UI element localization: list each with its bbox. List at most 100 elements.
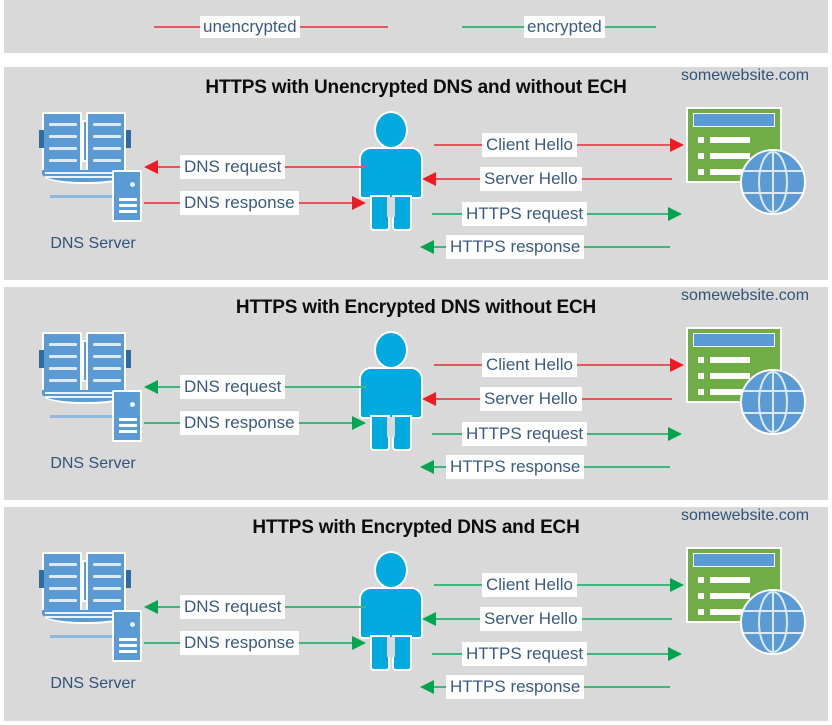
book-page-edge [45, 612, 125, 614]
arrow-dns-response: DNS response [144, 191, 366, 215]
arrow-label: DNS response [180, 191, 299, 215]
server-slot-bar [119, 650, 137, 653]
server-tower-icon [112, 170, 142, 222]
arrow-label: DNS request [180, 375, 286, 399]
server-indicator-dot [130, 182, 135, 187]
legend-label-unencrypted: unencrypted [200, 16, 300, 38]
arrow-https-request: HTTPS request [432, 422, 682, 446]
server-slot-bar [119, 418, 137, 421]
book-pages-base [42, 390, 128, 404]
list-row-line [710, 577, 750, 583]
dns-link-line [50, 195, 112, 198]
book-page-edge [45, 616, 125, 618]
arrow-server-hello: Server Hello [422, 607, 672, 631]
arrow-https-request: HTTPS request [432, 642, 682, 666]
dns-server-label: DNS Server [50, 235, 136, 252]
user-person-icon [356, 111, 426, 231]
arrow-https-response: HTTPS response [420, 235, 670, 259]
arrow-label: Server Hello [480, 607, 582, 631]
book-text-line [49, 563, 77, 566]
user-person-icon [356, 331, 426, 451]
book-text-line [93, 575, 121, 578]
dns-server-label: DNS Server [50, 675, 136, 692]
person-leg-right [392, 195, 412, 231]
server-slot-bar [119, 644, 137, 647]
list-bullet [698, 373, 704, 379]
list-row-line [710, 609, 750, 615]
list-bullet [698, 137, 704, 143]
globe-icon [740, 369, 806, 435]
website-node [680, 327, 810, 457]
legend-item-unencrypted: unencrypted [154, 16, 388, 38]
book-text-line [93, 123, 121, 126]
list-row-line [710, 389, 750, 395]
arrow-dns-response: DNS response [144, 631, 366, 655]
book-text-line [93, 159, 121, 162]
book-tab-left [39, 350, 44, 368]
website-label: somewebsite.com [680, 507, 810, 524]
dns-server-label: DNS Server [50, 455, 136, 472]
website-label: somewebsite.com [680, 287, 810, 304]
list-row-line [710, 357, 750, 363]
person-head [374, 111, 408, 149]
book-tab-right [126, 130, 131, 148]
arrow-label: Server Hello [480, 387, 582, 411]
user-person-icon [356, 551, 426, 671]
browser-titlebar [693, 113, 775, 127]
list-row-line [710, 593, 750, 599]
book-half-left [42, 552, 82, 612]
book-text-line [49, 599, 77, 602]
arrow-head [144, 160, 158, 174]
book-text-line [49, 159, 77, 162]
book-page-edge [45, 392, 125, 394]
server-tower-icon [112, 390, 142, 442]
list-bullet [698, 169, 704, 175]
arrow-dns-request: DNS request [144, 595, 366, 619]
book-page-edge [45, 176, 125, 178]
arrow-label: Server Hello [480, 167, 582, 191]
book-text-line [93, 135, 121, 138]
arrow-head [422, 612, 436, 626]
book-text-line [93, 343, 121, 346]
person-leg-gap [387, 417, 395, 437]
arrow-server-hello: Server Hello [422, 167, 672, 191]
person-head [374, 551, 408, 589]
arrow-https-response: HTTPS response [420, 675, 670, 699]
book-spine [82, 560, 88, 602]
list-bullet [698, 593, 704, 599]
server-indicator-dot [130, 622, 135, 627]
arrow-head [144, 380, 158, 394]
arrow-label: Client Hello [482, 353, 577, 377]
book-text-line [49, 147, 77, 150]
book-text-line [49, 379, 77, 382]
arrow-head [670, 578, 684, 592]
arrow-client-hello: Client Hello [434, 573, 684, 597]
book-tab-left [39, 570, 44, 588]
arrow-client-hello: Client Hello [434, 353, 684, 377]
arrow-label: Client Hello [482, 573, 577, 597]
person-body [359, 367, 423, 419]
list-row-line [710, 153, 750, 159]
arrow-label: HTTPS request [462, 422, 588, 446]
arrow-head [668, 207, 682, 221]
book-text-line [93, 367, 121, 370]
arrow-dns-request: DNS request [144, 375, 366, 399]
arrow-head [420, 240, 434, 254]
arrow-label: DNS response [180, 631, 299, 655]
book-page-edge [45, 396, 125, 398]
person-leg-right [392, 415, 412, 451]
book-text-line [93, 355, 121, 358]
legend-item-encrypted: encrypted [462, 16, 656, 38]
page-title: HTTPS with Encrypted DNS and ECH [252, 517, 580, 538]
page-title: HTTPS with Encrypted DNS without ECH [235, 297, 597, 318]
arrow-head [420, 460, 434, 474]
arrow-dns-response: DNS response [144, 411, 366, 435]
person-head [374, 331, 408, 369]
dns-server-node [28, 112, 158, 232]
arrow-client-hello: Client Hello [434, 133, 684, 157]
book-text-line [49, 135, 77, 138]
book-text-line [49, 587, 77, 590]
list-bullet [698, 153, 704, 159]
website-label: somewebsite.com [680, 67, 810, 84]
book-tab-left [39, 130, 44, 148]
